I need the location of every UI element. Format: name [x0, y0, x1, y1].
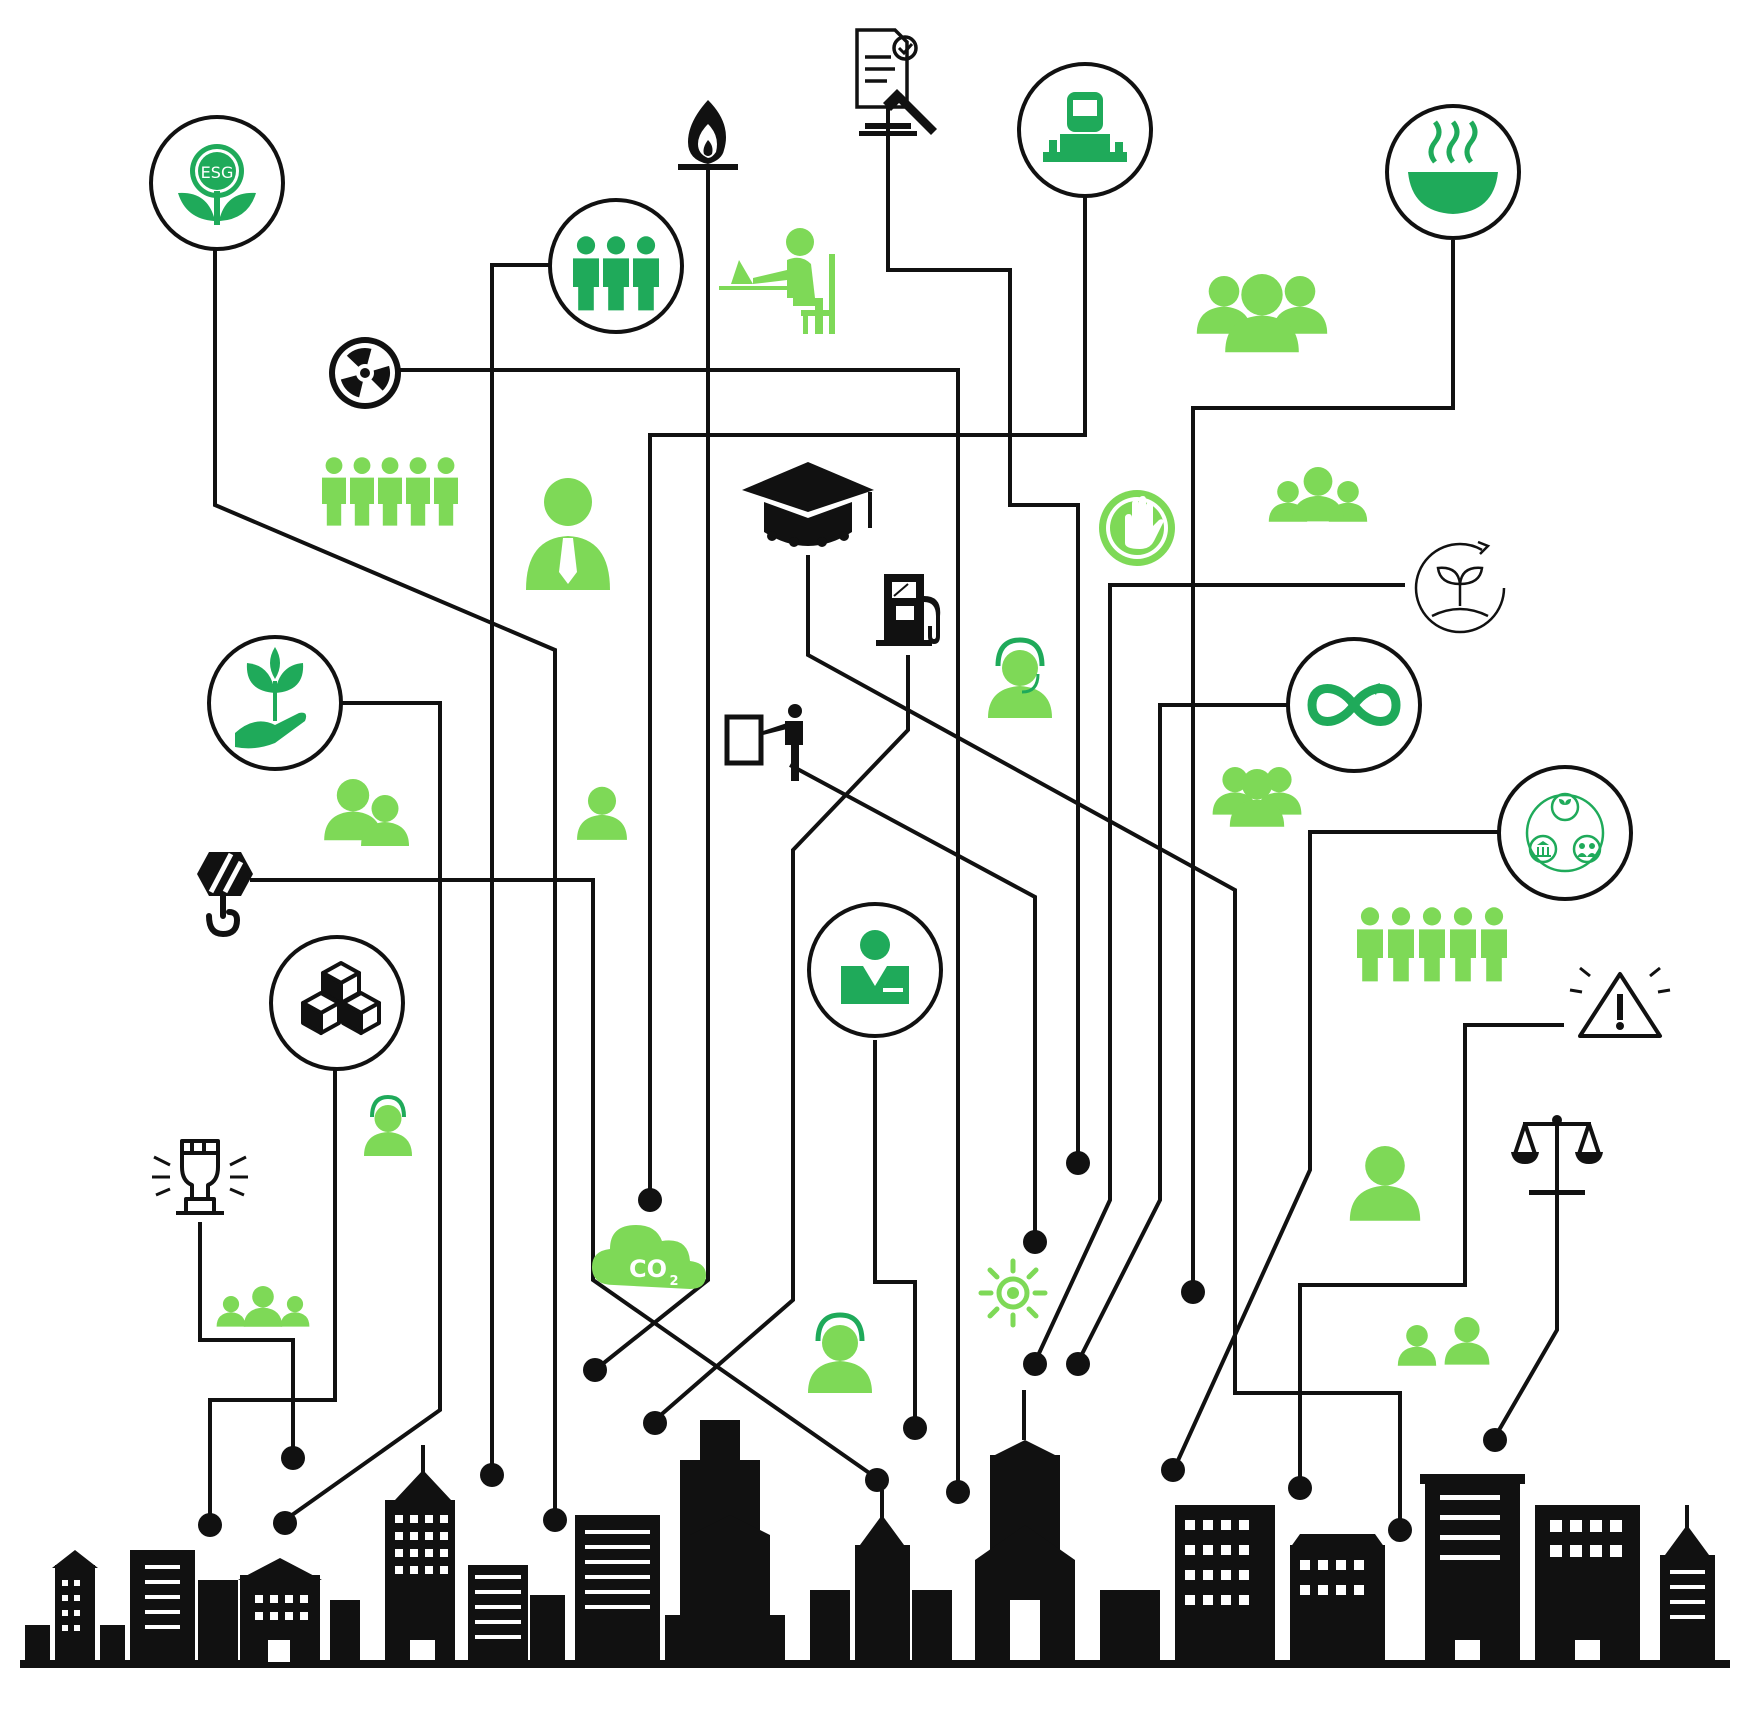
sun-icon [978, 1258, 1048, 1328]
person-large-icon [1349, 1146, 1421, 1221]
esg-badge-label: ESG [201, 163, 234, 182]
employee-row-icon [1357, 907, 1507, 982]
law-gavel-icon [855, 28, 937, 136]
community-icon [1196, 274, 1328, 353]
graduation-cap-icon [742, 462, 874, 547]
employee-icon [807, 902, 943, 1038]
circular-economy-icon [1286, 637, 1422, 773]
sustainable-plant-icon [1414, 540, 1506, 634]
plant-in-hand-icon [207, 635, 343, 771]
connection-endpoints [198, 1151, 1507, 1542]
support-agent-bottom-icon [808, 1312, 872, 1393]
stakeholders-icon [1497, 765, 1633, 901]
presenter-icon [724, 704, 803, 781]
skyline-windows [62, 1495, 1705, 1662]
blocks-icon [269, 935, 405, 1071]
fire-icon [678, 100, 738, 170]
person-icon [577, 786, 627, 840]
couple-icon [1397, 1317, 1490, 1366]
co2-label: CO [629, 1255, 667, 1283]
city-skyline-icon [20, 1390, 1730, 1668]
connection-lines [198, 105, 1564, 1527]
fuel-pump-icon [876, 574, 941, 646]
remote-worker-icon [719, 228, 835, 334]
team-cluster-icon [1212, 767, 1302, 827]
team-pair-icon [324, 779, 409, 846]
people-group-icon [1268, 467, 1368, 522]
co2-subscript: 2 [669, 1274, 678, 1289]
employee-group-icon [322, 457, 458, 526]
scales-icon [1511, 1115, 1603, 1195]
stop-hand-icon [1099, 490, 1175, 566]
support-agent-icon [988, 637, 1052, 718]
family-icon [216, 1286, 310, 1327]
co2-cloud-icon: CO 2 [592, 1225, 706, 1289]
support-agent-small-icon [364, 1094, 412, 1156]
soup-bowl-icon [1385, 104, 1521, 240]
team-icon [548, 198, 684, 334]
crane-hook-icon [197, 852, 253, 938]
warning-icon [1569, 966, 1671, 1038]
radiation-icon [329, 337, 401, 409]
worker-icon [1017, 62, 1153, 198]
esg-flower-icon: ESG [149, 115, 285, 251]
protest-fist-icon [152, 1139, 248, 1215]
businessman-icon [526, 478, 610, 590]
